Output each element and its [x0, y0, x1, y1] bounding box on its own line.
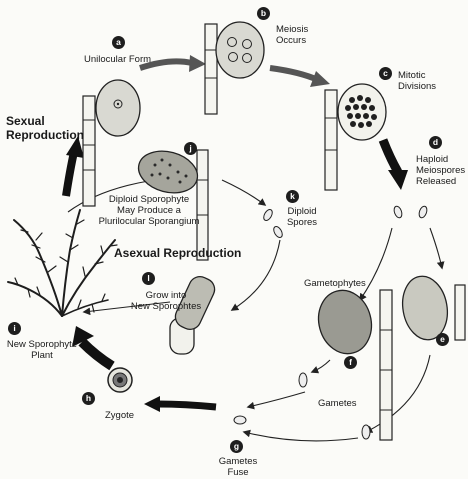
- stage-j-badge: j: [184, 142, 197, 155]
- stage-j-label: Diploid Sporophyte May Produce a Plurilo…: [98, 194, 200, 227]
- stage-c-label: Mitotic Divisions: [398, 70, 437, 92]
- mitotic-sporangium: [324, 83, 387, 191]
- zygote: [107, 367, 133, 393]
- stage-d-label: Haploid Meiospores Released: [416, 154, 466, 187]
- thick-arrow-zygote-to-plant: [72, 326, 115, 371]
- stage-b-badge: b: [257, 7, 270, 20]
- stage-a-badge: a: [112, 36, 125, 49]
- meiosis-sporangium: [204, 21, 265, 115]
- stage-l-label: Grow into New Sporophtes: [130, 290, 202, 312]
- stage-a-label: Unilocular Form: [84, 54, 152, 65]
- stage-k-badge: k: [286, 190, 299, 203]
- new-sporophyte-filament: [169, 276, 216, 355]
- stage-i-badge: i: [8, 322, 21, 335]
- stage-f-label: Gametes: [318, 398, 357, 409]
- stage-i-label: New Sporophyte Plant: [6, 339, 78, 361]
- stage-g-badge: g: [230, 440, 243, 453]
- thick-arrow-plant-to-a: [62, 136, 84, 197]
- stage-b-label: Meiosis Occurs: [276, 24, 309, 46]
- gametophyte-left: [317, 289, 393, 441]
- stage-d-badge: d: [429, 136, 442, 149]
- thick-arrow-c-to-d: [378, 138, 408, 190]
- stage-h-label: Zygote: [105, 410, 135, 421]
- sexual-reproduction-heading: Sexual Reproduction: [6, 114, 84, 142]
- stage-k-label: Diploid Spores: [286, 206, 318, 228]
- stage-e-badge: e: [436, 333, 449, 346]
- gametophyte-right: [401, 275, 466, 341]
- thick-arrow-gametes-to-zygote: [144, 396, 217, 412]
- plurilocular-sporangium: [137, 149, 209, 261]
- stage-e-label: Gametophytes: [304, 278, 366, 289]
- stage-g-label: Gametes Fuse: [218, 456, 258, 478]
- thick-arrow-a-to-b: [139, 55, 206, 72]
- stage-f-badge: f: [344, 356, 357, 369]
- sporophyte-plant: [7, 209, 118, 317]
- thick-arrow-b-to-c: [269, 65, 330, 87]
- unilocular-sporangium: [82, 79, 141, 207]
- stage-l-badge: l: [142, 272, 155, 285]
- stage-h-badge: h: [82, 392, 95, 405]
- stage-c-badge: c: [379, 67, 392, 80]
- meiospores: [393, 205, 428, 219]
- asexual-reproduction-heading: Asexual Reproduction: [114, 246, 242, 260]
- diploid-spores: [263, 209, 283, 238]
- gametes: [233, 372, 371, 440]
